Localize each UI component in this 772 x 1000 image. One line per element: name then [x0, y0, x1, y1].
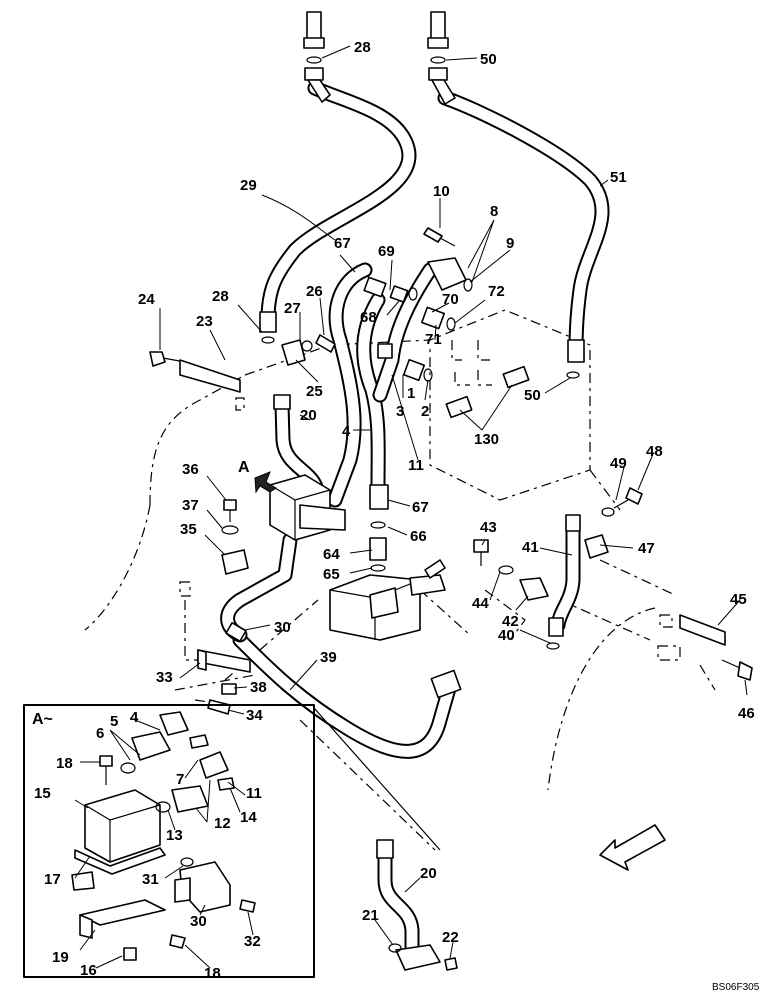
detail-a-frame [23, 704, 441, 978]
hose-4 [327, 262, 373, 508]
callout-50-mid: 50 [524, 387, 541, 404]
callout-70: 70 [442, 291, 459, 308]
detail-a-title: A~ [32, 711, 53, 728]
hose-39 [232, 632, 458, 759]
callout-31: 31 [142, 871, 159, 888]
callout-16: 16 [80, 962, 97, 979]
front-arrow-icon [599, 824, 666, 871]
callout-30-main: 30 [274, 619, 291, 636]
callout-27: 27 [284, 300, 301, 317]
callout-18-detail-top: 18 [56, 755, 73, 772]
callout-40: 40 [498, 627, 515, 644]
callout-38: 38 [250, 679, 267, 696]
callout-6: 6 [96, 725, 104, 742]
callout-4: 4 [342, 423, 351, 440]
pipe-41 [550, 517, 581, 633]
callout-32: 32 [244, 933, 261, 950]
callout-45: 45 [730, 591, 747, 608]
callout-42: 42 [502, 613, 519, 630]
callout-37: 37 [182, 497, 199, 514]
callout-44: 44 [472, 595, 489, 612]
callout-43: 43 [480, 519, 497, 536]
drawing-code: BS06F305 [712, 982, 760, 993]
callout-15: 15 [34, 785, 51, 802]
hose-end-fittings [225, 311, 585, 699]
fitting-top-left [303, 11, 331, 103]
hose-11 [372, 262, 438, 403]
callout-50-top: 50 [480, 51, 497, 68]
callout-3: 3 [396, 403, 404, 420]
callout-22: 22 [442, 929, 459, 946]
callout-20-main: 20 [300, 407, 317, 424]
callout-64: 64 [323, 546, 340, 563]
callout-66: 66 [410, 528, 427, 545]
callout-49: 49 [610, 455, 627, 472]
callout-34: 34 [246, 707, 263, 724]
callout-5: 5 [110, 713, 118, 730]
view-a-label: A [238, 459, 250, 476]
callout-20-detail: 20 [420, 865, 437, 882]
callout-14: 14 [240, 809, 257, 826]
callout-29: 29 [240, 177, 257, 194]
callout-28-mid: 28 [212, 288, 229, 305]
valve-lower [329, 559, 446, 641]
hose-67 [356, 292, 386, 493]
callout-7: 7 [176, 771, 184, 788]
callout-41: 41 [522, 539, 539, 556]
leader-lines [74, 45, 748, 969]
callout-33: 33 [156, 669, 173, 686]
callout-67-top: 67 [334, 235, 351, 252]
hose-29 [260, 80, 417, 328]
callout-28-top: 28 [354, 39, 371, 56]
callout-19: 19 [52, 949, 69, 966]
callout-13: 13 [166, 827, 183, 844]
callout-65: 65 [323, 566, 340, 583]
bolts [149, 227, 753, 715]
callout-72: 72 [488, 283, 505, 300]
callout-36: 36 [182, 461, 199, 478]
callout-18-detail-bottom: 18 [204, 965, 221, 982]
callout-4-detail: 4 [130, 709, 139, 726]
callout-39: 39 [320, 649, 337, 666]
callout-17: 17 [44, 871, 61, 888]
callout-26: 26 [306, 283, 323, 300]
fitting-top-right [427, 11, 456, 105]
callout-10: 10 [433, 183, 450, 200]
view-a-arrow [254, 471, 277, 494]
clamps [221, 339, 609, 601]
hose-51 [437, 90, 610, 363]
callout-46: 46 [738, 705, 755, 722]
callout-11-main: 11 [408, 457, 424, 474]
valve-main [269, 474, 346, 541]
callout-71: 71 [425, 331, 442, 348]
callout-48: 48 [646, 443, 663, 460]
brackets [179, 359, 726, 673]
callout-67-mid: 67 [412, 499, 429, 516]
callout-68: 68 [360, 309, 377, 326]
callout-8: 8 [490, 203, 498, 220]
o-rings [261, 278, 580, 650]
callout-25: 25 [306, 383, 323, 400]
callout-9: 9 [506, 235, 514, 252]
callout-labels: 28 50 29 51 10 8 9 67 69 24 28 23 27 26 … [32, 39, 760, 993]
callout-35: 35 [180, 521, 197, 538]
callout-2: 2 [421, 403, 429, 420]
callout-130: 130 [474, 431, 499, 448]
callout-21: 21 [362, 907, 379, 924]
callout-69: 69 [378, 243, 395, 260]
callout-11-detail: 11 [246, 785, 262, 802]
adapters [363, 257, 530, 561]
callout-12: 12 [214, 815, 231, 832]
callout-1: 1 [407, 385, 415, 402]
detail-a-parts [71, 711, 458, 971]
callout-47: 47 [638, 540, 655, 557]
callout-51: 51 [610, 169, 627, 186]
callout-24: 24 [138, 291, 155, 308]
callout-30-detail: 30 [190, 913, 207, 930]
callout-23: 23 [196, 313, 213, 330]
